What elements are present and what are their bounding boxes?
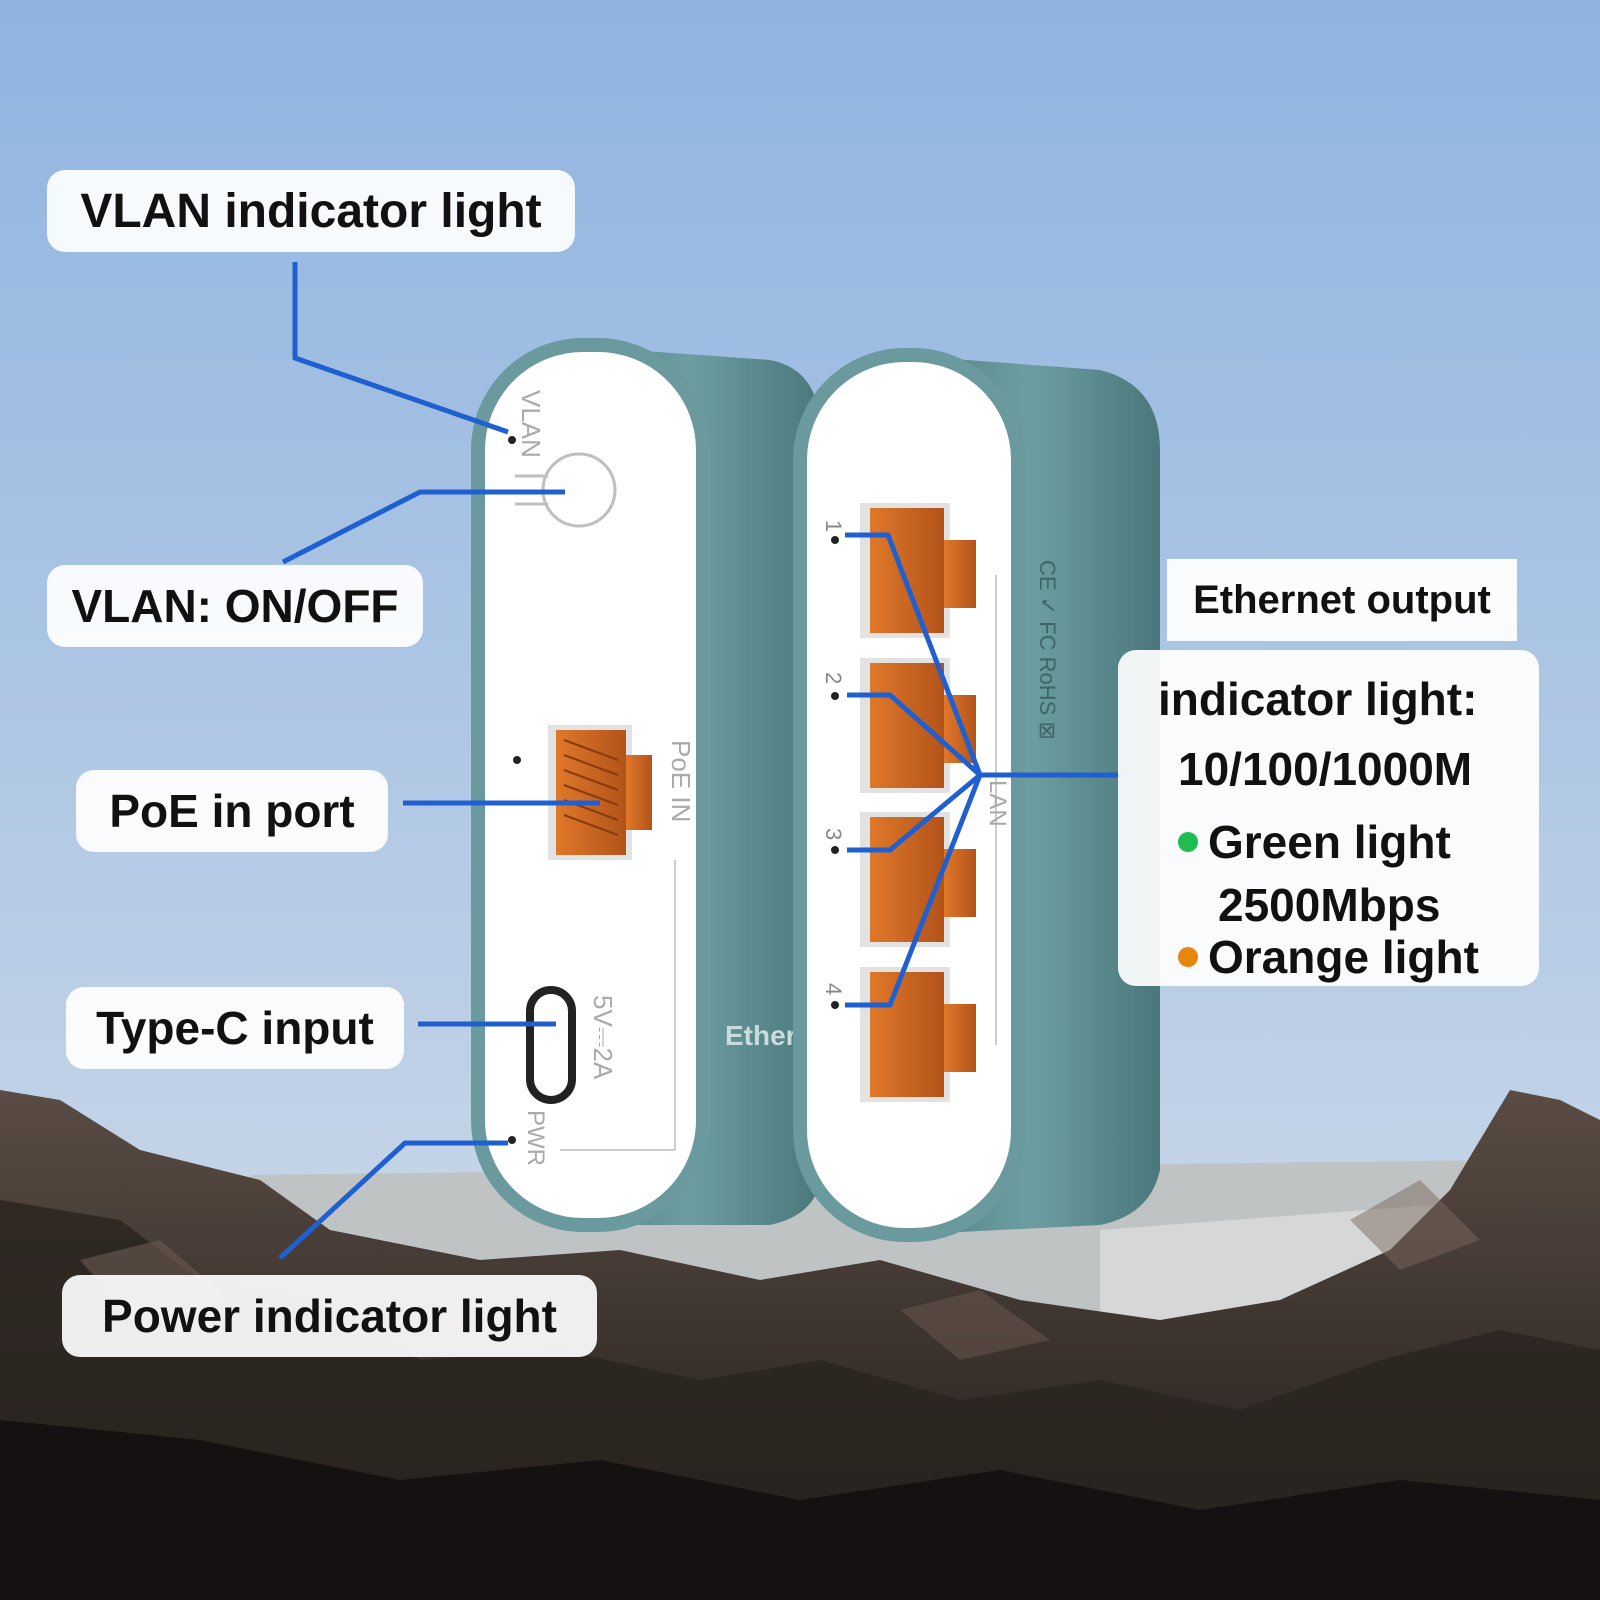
device-right: CE ✓ FC RoHS ⊠ 1 2 [793,348,1160,1242]
callout-vlan-switch: VLAN: ON/OFF [47,565,423,647]
rocks-foreground [0,1090,1600,1600]
callout-ethernet-output: Ethernet output [1167,559,1517,641]
leader-port-2 [847,692,982,777]
leader-vlan-switch [281,489,565,565]
callout-poe-in-port: PoE in port [76,770,388,852]
vlan-label: VLAN [516,390,546,458]
ethernet-port-1 [860,503,976,638]
leader-vlan-light [292,262,509,435]
pwr-label: PWR [522,1110,549,1166]
port-number-2: 2 [821,672,846,684]
callout-power-indicator-light: Power indicator light [62,1275,597,1357]
poe-indicator-led [513,756,521,764]
legend-green-label: Green light [1208,816,1451,868]
legend-orange-label: Orange light [1208,931,1479,983]
port-4-led [831,1001,839,1009]
poe-in-label: PoE IN [666,740,696,822]
vlan-indicator-led [508,436,516,444]
legend-green-row: Green light [1178,815,1451,869]
leader-port-1 [845,532,983,776]
port-number-3: 3 [821,828,846,840]
leader-port-4 [845,774,983,1008]
leader-power-light [278,1140,508,1260]
callout-vlan-indicator-light: VLAN indicator light [47,170,575,252]
port-3-led [831,846,839,854]
orange-dot-icon [1178,946,1198,967]
green-dot-icon [1178,831,1198,852]
port-number-1: 1 [821,520,846,532]
cert-marks: CE ✓ FC RoHS ⊠ [1035,560,1060,740]
typec-port [526,986,576,1104]
lan-label: LAN [984,780,1011,827]
leader-lines [278,262,1130,1260]
leader-port-3 [847,773,982,853]
legend-green-rate: 2500Mbps [1218,879,1441,931]
indicator-legend: indicator light: 10/100/1000M Green ligh… [1118,650,1539,986]
port-2-led [831,692,839,700]
power-spec-label: 5V⎓2A [588,995,618,1080]
device-left: VLAN PoE IN 5V⎓2A PWR [471,338,829,1232]
callout-typec-input: Type-C input [66,987,404,1069]
legend-orange-row: Orange light [1178,930,1479,984]
ethernet-port-4 [860,967,976,1102]
port-number-4: 4 [821,983,846,995]
poe-in-port [548,725,652,860]
legend-title: indicator light: [1158,673,1478,725]
ethernet-port-2 [860,658,976,793]
port-1-led [831,536,839,544]
legend-speeds: 10/100/1000M [1178,743,1473,795]
power-indicator-led [508,1136,516,1144]
